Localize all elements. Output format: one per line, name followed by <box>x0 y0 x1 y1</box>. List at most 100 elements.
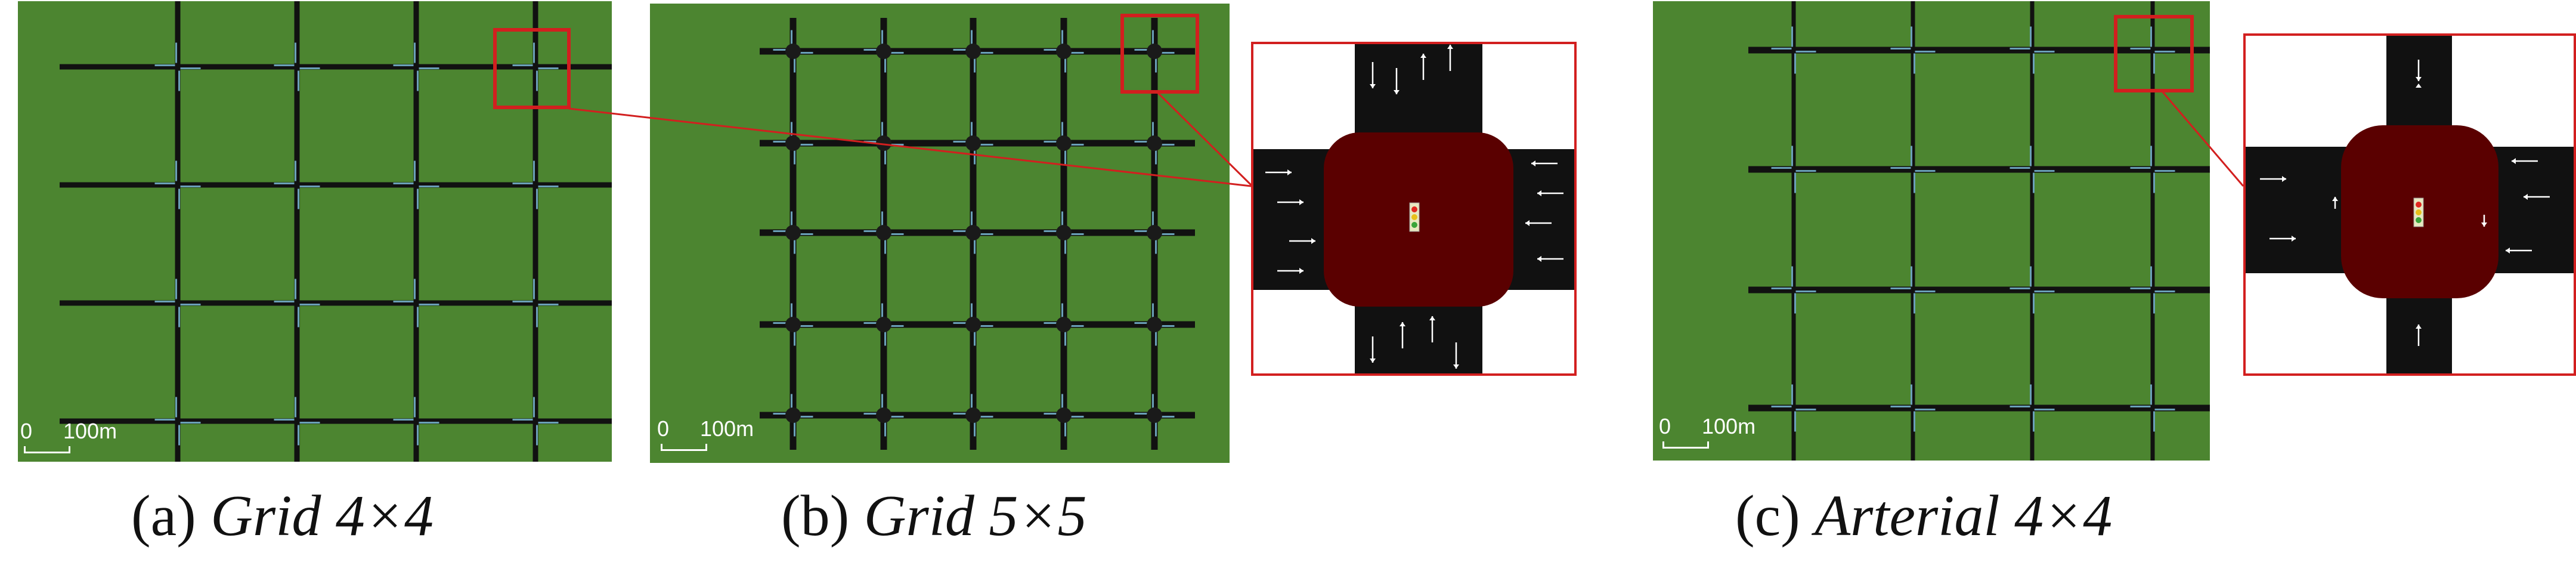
lane-marking <box>1134 413 1151 415</box>
lane-arrow-icon <box>1370 84 1376 88</box>
lane-marking <box>1890 48 1911 50</box>
road-network-grid-5x5 <box>650 4 1230 463</box>
lane-arrow-icon <box>1429 316 1435 320</box>
lane-marking <box>1911 384 1912 405</box>
lane-marking <box>2150 26 2152 47</box>
lane-marking <box>2150 266 2152 287</box>
junction-node <box>876 135 891 151</box>
lane-marking <box>2033 411 2035 432</box>
lane-marking <box>796 416 813 418</box>
lane-marking <box>1064 419 1066 437</box>
lane-marking <box>971 211 973 228</box>
lane-arrow-icon <box>2524 194 2528 200</box>
junction-node <box>785 317 801 332</box>
road-vertical <box>1791 1 1796 461</box>
road-vertical <box>532 1 538 462</box>
lane-marking <box>884 55 886 73</box>
lane-marking <box>1890 406 1911 407</box>
lane-marking <box>1152 122 1154 139</box>
lane-marking <box>2034 170 2055 172</box>
intersection-detail <box>2246 36 2574 373</box>
lane-marking <box>1061 30 1063 47</box>
highlight-box-grid-4x4 <box>493 28 571 109</box>
lane-marking <box>2153 172 2155 193</box>
lane-marking <box>2130 406 2151 407</box>
lane-marking <box>2033 293 2035 314</box>
scale-bar-end: 100m <box>63 419 117 443</box>
lane-marking <box>298 425 299 446</box>
lane-marking <box>154 301 175 302</box>
lane-marking <box>953 49 970 51</box>
lane-marking <box>884 147 886 165</box>
road-vertical <box>2150 1 2155 461</box>
lane-marking <box>791 30 792 47</box>
lane-marking <box>887 416 904 418</box>
lane-marking <box>299 304 320 305</box>
lane-marking <box>1044 322 1061 324</box>
lane-marking <box>178 70 180 91</box>
lane-marking <box>1771 288 1792 289</box>
road-horizontal <box>60 64 612 70</box>
lane-marking <box>154 419 175 421</box>
lane-marking <box>1915 170 1936 172</box>
lane-marking <box>953 322 970 324</box>
junction-node <box>965 225 981 240</box>
caption-b-name: Grid 5×5 <box>863 484 1087 548</box>
lane-arrow-icon <box>1370 359 1376 363</box>
lane-marking <box>976 52 993 54</box>
lane-marking <box>154 183 175 184</box>
lane-marking <box>2153 53 2155 74</box>
lane-marking <box>2154 170 2175 172</box>
lane-marking <box>794 55 795 73</box>
lane-marking <box>863 230 881 232</box>
road-vertical <box>1911 1 1915 461</box>
lane-marking <box>971 394 973 411</box>
lane-marking <box>417 307 419 327</box>
lane-arrow-icon <box>1537 190 1541 196</box>
lane-marking <box>2130 48 2151 50</box>
lane-marking <box>178 307 180 327</box>
junction-node <box>785 44 801 59</box>
lane-marking <box>773 413 790 415</box>
lane-marking <box>1157 144 1175 146</box>
lane-marking <box>419 422 439 424</box>
lane-marking <box>1067 325 1084 327</box>
lane-marking <box>1791 266 1793 287</box>
lane-marking <box>533 397 535 418</box>
scale-bar-start: 0 <box>657 416 670 441</box>
lane-marking <box>298 307 299 327</box>
traffic-light-yellow <box>1411 214 1417 220</box>
junction-node <box>1147 407 1162 423</box>
lane-marking <box>974 329 976 346</box>
road-horizontal <box>60 300 612 306</box>
lane-marking <box>175 160 177 181</box>
lane-marking <box>1914 172 1915 193</box>
lane-arrow-icon <box>2416 84 2422 88</box>
lane-marking <box>2154 409 2175 410</box>
lane-marking <box>419 186 439 187</box>
lane-marking <box>1794 293 1796 314</box>
lane-marking <box>1044 230 1061 232</box>
lane-marking <box>154 64 175 66</box>
lane-marking <box>1067 233 1084 235</box>
lane-marking <box>1152 394 1154 411</box>
lane-marking <box>2154 51 2175 52</box>
lane-marking <box>1890 167 1911 169</box>
lane-arrow-icon <box>1531 160 1535 166</box>
road-horizontal <box>60 418 612 424</box>
lane-marking <box>1061 394 1063 411</box>
lane-marking <box>178 189 180 209</box>
lane-marking <box>976 233 993 235</box>
lane-marking <box>1914 53 1915 74</box>
lane-marking <box>1795 170 1816 172</box>
scale-bar-end: 100m <box>1702 414 1756 438</box>
lane-marking <box>1911 266 1912 287</box>
lane-marking <box>533 42 535 63</box>
intersection-zoom-inset-grid <box>1251 42 1577 376</box>
lane-marking <box>773 49 790 51</box>
lane-marking <box>2030 26 2032 47</box>
lane-marking <box>1044 141 1061 143</box>
junction-node <box>1056 317 1072 332</box>
lane-marking <box>419 67 439 69</box>
